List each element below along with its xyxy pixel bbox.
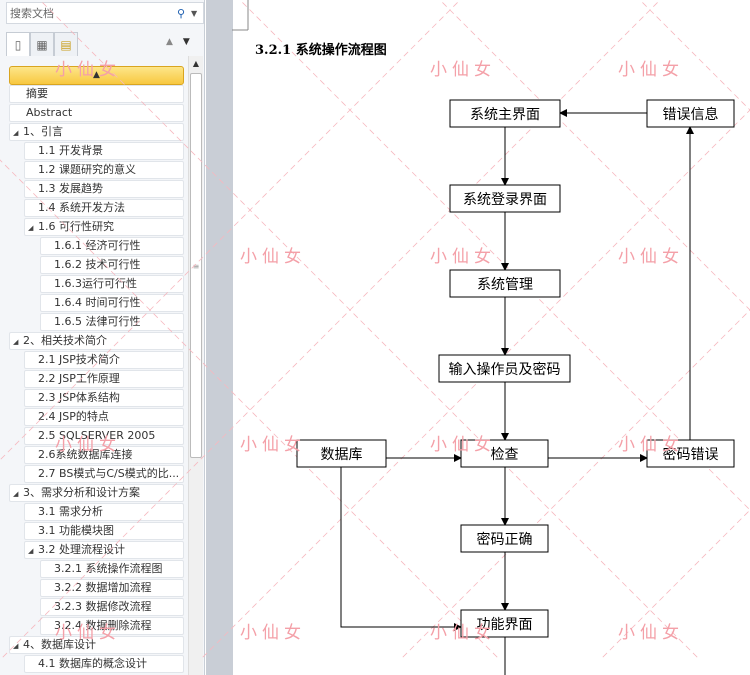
flow-arrow (340, 467, 462, 631)
flow-node-label: 系统登录界面 (463, 192, 547, 208)
flow-node-label: 功能界面 (477, 617, 533, 633)
flow-node-pwdok (460, 524, 549, 553)
flow-node-check (460, 439, 549, 468)
flow-node-err (646, 99, 735, 128)
flow-node-label: 系统主界面 (470, 107, 540, 123)
flow-node-db (296, 439, 387, 468)
flow-node-pwdwrong (646, 439, 735, 468)
page-corner-mark (232, 0, 249, 31)
flow-node-func (460, 609, 549, 638)
flow-node-label: 密码正确 (477, 531, 533, 548)
flow-node-input (438, 354, 571, 383)
section-title: 3.2.1 系统操作流程图 (255, 43, 387, 58)
flow-node-label: 数据库 (321, 447, 363, 463)
flow-node-label: 输入操作员及密码 (449, 361, 561, 378)
flow-node-label: 密码错误 (663, 446, 719, 463)
flow-node-mgmt (449, 269, 561, 298)
flow-node-label: 错误信息 (663, 106, 719, 123)
flow-node-login (449, 184, 561, 213)
flow-node-label: 检查 (491, 447, 519, 463)
flow-node-main (449, 99, 561, 128)
flow-node-label: 系统管理 (477, 277, 533, 293)
